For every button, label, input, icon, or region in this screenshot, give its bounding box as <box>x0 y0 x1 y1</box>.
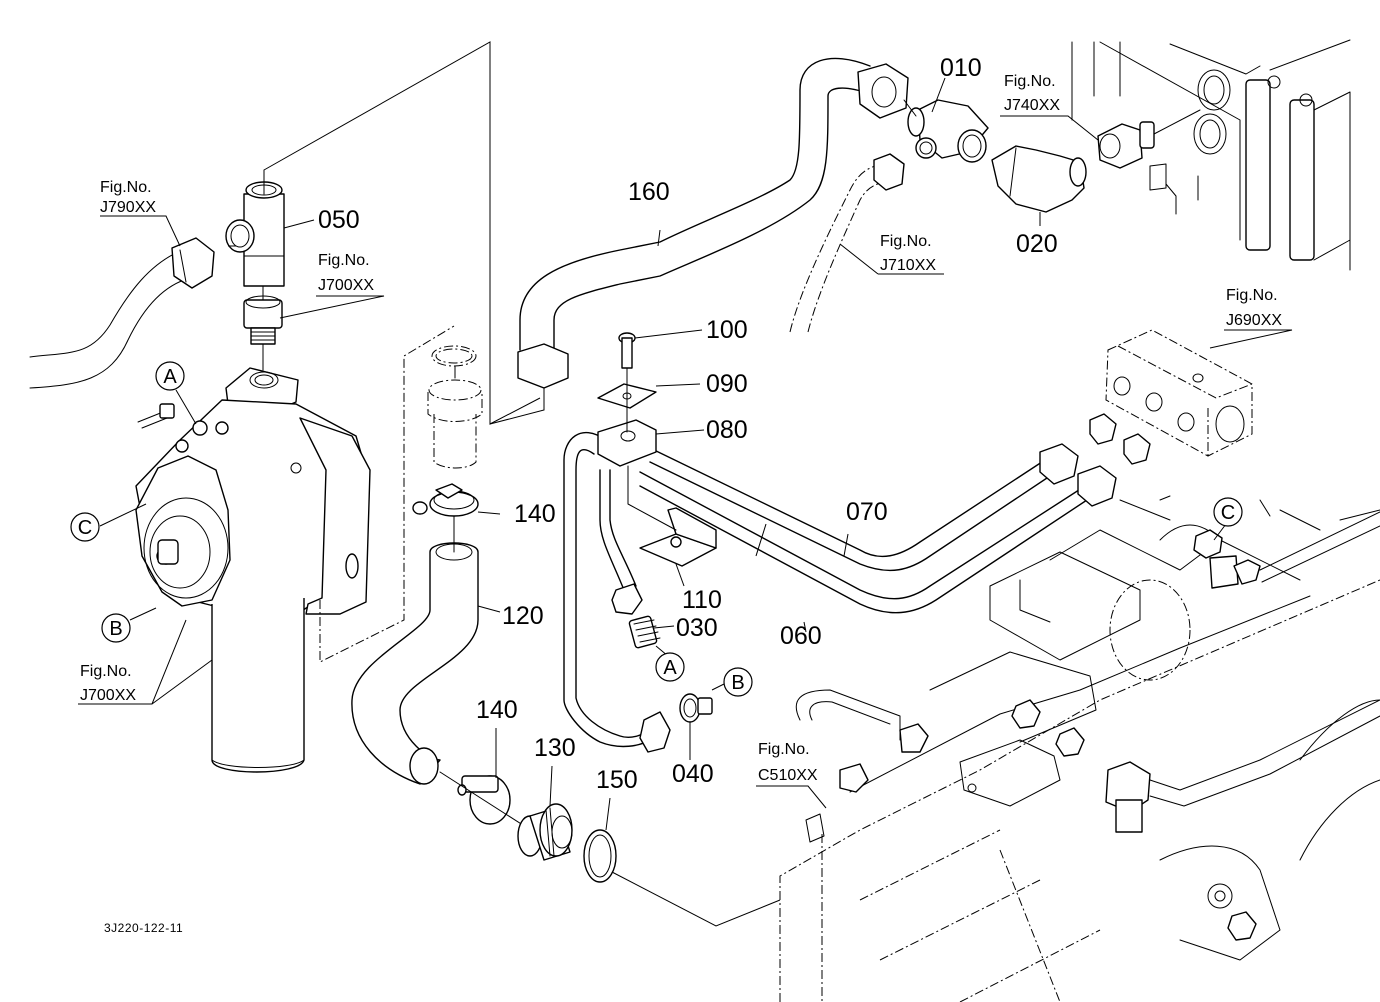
part-label-160[interactable]: 160 <box>628 178 670 206</box>
fig-ref-code: J790XX <box>100 199 156 216</box>
part-label-030[interactable]: 030 <box>676 614 718 642</box>
fig-ref-prefix: Fig.No. <box>1226 287 1278 304</box>
fig-ref-prefix: Fig.No. <box>880 233 932 250</box>
elbow-020 <box>991 145 1087 213</box>
pipe-return-loop <box>563 432 671 753</box>
fig-ref-code: J710XX <box>880 257 936 274</box>
callout-a-pipe: A <box>655 652 685 682</box>
adapter-fitting <box>243 285 283 371</box>
bracket-110 <box>627 465 717 567</box>
callout-a-pump: A <box>155 361 185 391</box>
adapter-130 <box>517 803 573 861</box>
hose-clamp-140-lower <box>439 771 541 837</box>
o-ring-150 <box>583 829 781 927</box>
pipe-060 <box>639 465 1117 614</box>
part-label-070[interactable]: 070 <box>846 498 888 526</box>
bolt-100 <box>618 332 636 433</box>
hose-nipple <box>427 365 483 469</box>
fig-ref-code: C510XX <box>758 767 818 784</box>
part-label-080[interactable]: 080 <box>706 416 748 444</box>
hose-j790 <box>29 237 215 389</box>
part-label-050[interactable]: 050 <box>318 206 360 234</box>
pipe-070 <box>649 443 1079 572</box>
part-label-020[interactable]: 020 <box>1016 230 1058 258</box>
fig-ref-prefix: Fig.No. <box>1004 73 1056 90</box>
hose-j710 <box>789 153 905 333</box>
callout-letter: C <box>1221 502 1235 524</box>
part-label-140-lower[interactable]: 140 <box>476 696 518 724</box>
callout-c-pump: C <box>70 512 100 542</box>
fig-ref-prefix: Fig.No. <box>318 252 370 269</box>
tee-010 <box>903 99 989 163</box>
part-label-040[interactable]: 040 <box>672 760 714 788</box>
fig-ref-code: J740XX <box>1004 97 1060 114</box>
fig-ref-code: J700XX <box>318 277 374 294</box>
control-valve <box>1071 39 1351 271</box>
fig-ref-prefix: Fig.No. <box>80 663 132 680</box>
pipe-clamp-080 <box>597 419 657 467</box>
callout-letter: B <box>109 618 122 640</box>
part-label-140-upper[interactable]: 140 <box>514 500 556 528</box>
fig-ref-j790[interactable]: Fig.No. J790XX <box>100 179 156 216</box>
callout-b-pump: B <box>101 613 131 643</box>
fig-ref-j690[interactable]: Fig.No. J690XX <box>1226 287 1282 329</box>
part-label-090[interactable]: 090 <box>706 370 748 398</box>
callout-c-engine: C <box>1213 497 1243 527</box>
connection-callouts: A B C A B C <box>70 361 1243 697</box>
callout-letter: A <box>163 366 177 388</box>
fig-ref-j740[interactable]: Fig.No. J740XX <box>1004 73 1060 114</box>
part-label-010[interactable]: 010 <box>940 54 982 82</box>
part-number-labels: 010 020 030 040 050 060 070 080 090 100 … <box>318 54 1058 794</box>
hose-120 <box>351 515 479 785</box>
part-label-060[interactable]: 060 <box>780 622 822 650</box>
drawing-code: 3J220-122-11 <box>104 921 183 935</box>
part-label-130[interactable]: 130 <box>534 734 576 762</box>
fig-ref-j700-lower[interactable]: Fig.No. J700XX <box>80 663 136 704</box>
part-label-110[interactable]: 110 <box>682 586 722 614</box>
fig-ref-prefix: Fig.No. <box>100 179 152 196</box>
nipple-030 <box>628 615 661 649</box>
fig-ref-code: J690XX <box>1226 312 1282 329</box>
tee-fitting-050 <box>225 169 285 287</box>
fig-ref-prefix: Fig.No. <box>758 741 810 758</box>
hydraulic-pump <box>135 325 455 773</box>
part-label-120[interactable]: 120 <box>502 602 544 630</box>
callout-letter: B <box>731 672 744 694</box>
part-label-100[interactable]: 100 <box>706 316 748 344</box>
pipe-160 <box>489 57 909 425</box>
figure-references: Fig.No. J790XX Fig.No. J700XX Fig.No. J7… <box>80 73 1292 787</box>
fig-ref-j700-upper[interactable]: Fig.No. J700XX <box>318 252 374 294</box>
fig-ref-code: J700XX <box>80 687 136 704</box>
leader-050-top <box>263 41 541 425</box>
fitting-j740 <box>1097 109 1201 169</box>
callout-letter: A <box>663 657 677 679</box>
part-label-150[interactable]: 150 <box>596 766 638 794</box>
callout-letter: C <box>78 517 92 539</box>
fig-ref-c510[interactable]: Fig.No. C510XX <box>758 741 818 784</box>
fig-ref-j710[interactable]: Fig.No. J710XX <box>880 233 936 274</box>
nipple-040 <box>679 693 713 723</box>
manifold-j690 <box>1089 329 1253 465</box>
hose-clamp-140-upper <box>412 483 479 517</box>
o-ring-upper <box>431 345 477 367</box>
transmission-housing <box>779 495 1380 1002</box>
callout-b-pipe: B <box>723 667 753 697</box>
